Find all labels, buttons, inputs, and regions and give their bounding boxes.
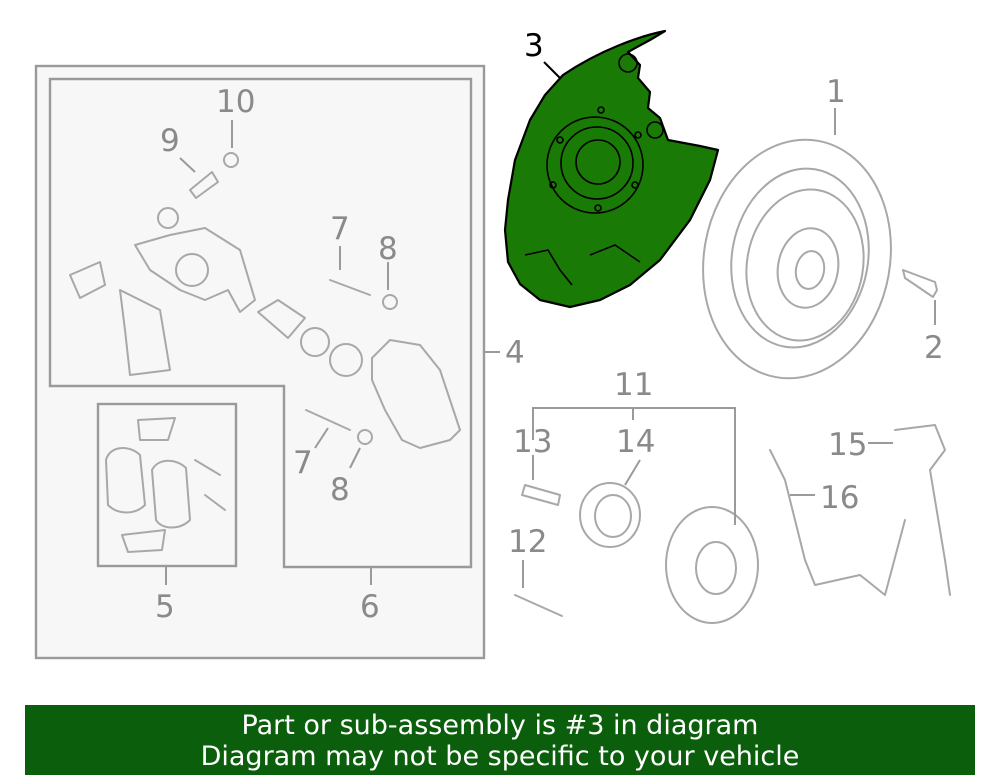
callout-14: 14 (616, 424, 655, 460)
callout-8b: 8 (330, 472, 350, 508)
callout-6: 6 (360, 589, 380, 625)
rotor-screw-part-2[interactable] (902, 269, 938, 298)
callout-3: 3 (524, 28, 544, 64)
bleeder-cap-part-10[interactable] (223, 152, 239, 168)
callout-16: 16 (820, 480, 859, 516)
callout-5: 5 (155, 589, 175, 625)
callout-12: 12 (508, 524, 547, 560)
callout-1: 1 (826, 74, 846, 110)
backing-plate-part-3[interactable] (503, 29, 720, 309)
brake-rotor-part-1[interactable] (685, 125, 910, 394)
leader-lines (165, 61, 936, 588)
caliper-box-6 (48, 77, 473, 569)
hub-part-11[interactable] (665, 506, 759, 624)
caliper-body[interactable] (134, 207, 256, 313)
caliper-bracket[interactable] (371, 339, 461, 449)
abs-sensor-part-16[interactable] (769, 449, 906, 596)
pad-clip-part[interactable] (69, 261, 171, 376)
banner-line-2: Diagram may not be specific to your vehi… (200, 741, 800, 772)
brake-pad-kit[interactable] (105, 417, 226, 553)
caliper-piston[interactable] (257, 299, 363, 377)
info-banner: Part or sub-assembly is #3 in diagram Di… (25, 705, 975, 775)
guide-bolt-part-7[interactable] (305, 279, 371, 431)
callout-11: 11 (614, 367, 653, 403)
callout-13: 13 (513, 424, 552, 460)
callout-2: 2 (924, 330, 944, 366)
callout-10: 10 (216, 84, 255, 120)
boot-part-8[interactable] (357, 294, 398, 445)
callout-15: 15 (828, 427, 867, 463)
bearing-part-14[interactable] (579, 482, 641, 548)
abs-sensor-part-15[interactable] (894, 424, 951, 596)
pad-box-5 (96, 402, 238, 568)
parts-diagram: 1 2 3 4 5 6 7 7 8 8 9 10 11 12 13 14 15 … (34, 28, 951, 660)
callout-7a: 7 (330, 211, 350, 247)
bleeder-screw-part-9[interactable] (189, 171, 219, 199)
bolt-part-12[interactable] (514, 594, 563, 617)
callout-7b: 7 (293, 445, 313, 481)
callout-9: 9 (160, 123, 180, 159)
bolt-part-13[interactable] (521, 484, 561, 506)
callout-8a: 8 (378, 231, 398, 267)
callout-4: 4 (505, 335, 525, 371)
banner-line-1: Part or sub-assembly is #3 in diagram (241, 710, 759, 741)
